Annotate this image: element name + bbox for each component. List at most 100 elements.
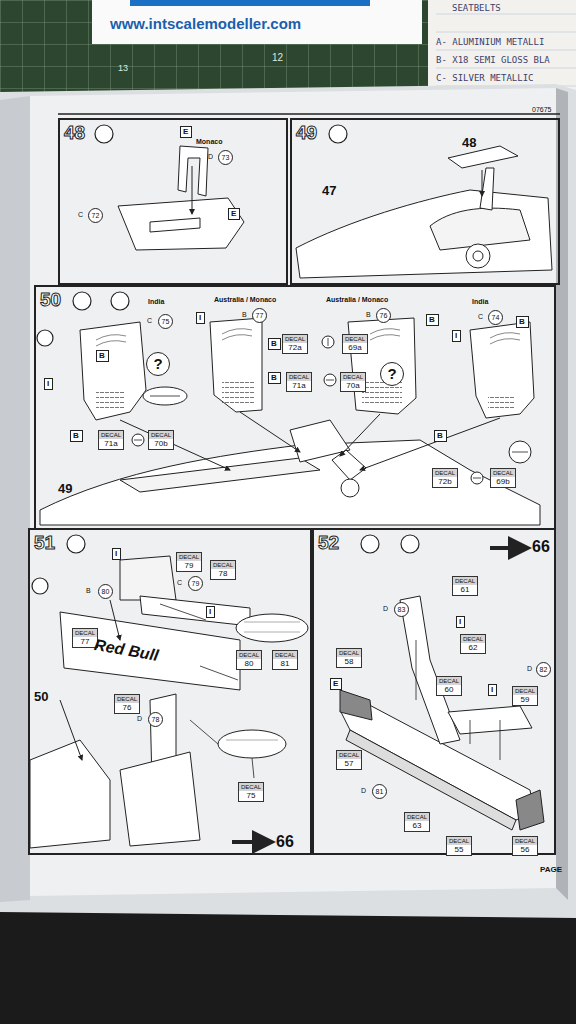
part-label: I xyxy=(209,607,211,616)
part-label: 80 xyxy=(102,588,110,595)
decal-heading: DECAL xyxy=(447,837,471,845)
decal-heading: DECAL xyxy=(337,751,361,759)
part-label: I xyxy=(199,313,201,322)
decal-heading: DECAL xyxy=(115,695,139,703)
callout-label: Australia / Monaco xyxy=(214,296,276,304)
decal-number: 69a xyxy=(343,343,367,353)
decal-box: DECAL62 xyxy=(460,634,486,654)
callout-label: 66 xyxy=(276,833,294,851)
handwritten-note: A- ALUMINIUM METALLI xyxy=(436,38,544,48)
decal-number: 71a xyxy=(287,381,311,391)
part-label: 73 xyxy=(222,154,230,161)
callout-label: India xyxy=(472,298,488,306)
decal-box: DECAL72a xyxy=(282,334,308,354)
step-panel: 51I80DECAL7979DECAL78IDECAL77DECAL80DECA… xyxy=(28,528,312,855)
decal-box: DECAL59 xyxy=(512,686,538,706)
decal-box: DECAL80 xyxy=(236,650,262,670)
callout-label: 48 xyxy=(462,136,476,150)
decal-number: 69b xyxy=(491,477,515,487)
decal-heading: DECAL xyxy=(453,577,477,585)
decal-box: DECAL78 xyxy=(210,560,236,580)
decal-number: 59 xyxy=(513,695,537,705)
decal-number: 70a xyxy=(341,381,365,391)
query-circle: ? xyxy=(380,362,404,386)
part-number-circle: 77 xyxy=(252,308,267,323)
decal-box: DECAL69a xyxy=(342,334,368,354)
decal-box: DECAL79 xyxy=(176,552,202,572)
part-label: B xyxy=(271,339,277,348)
website-label: www.intscalemodeller.com xyxy=(110,16,301,33)
part-label: ? xyxy=(387,365,396,382)
part-number-circle: 81 xyxy=(372,784,387,799)
handwritten-note: B- X18 SEMI GLOSS BLA xyxy=(436,56,550,66)
decal-number: 80 xyxy=(237,659,261,669)
decal-number: 61 xyxy=(453,585,477,595)
decal-number: 70b xyxy=(149,439,173,449)
decal-box: DECAL72b xyxy=(432,468,458,488)
part-number-circle: 76 xyxy=(376,308,391,323)
ruler-number: 12 xyxy=(272,52,283,63)
decal-box: DECAL81 xyxy=(272,650,298,670)
part-label: 74 xyxy=(492,314,500,321)
decal-number: 79 xyxy=(177,561,201,571)
part-number-circle: 80 xyxy=(98,584,113,599)
decal-box: DECAL76 xyxy=(114,694,140,714)
query-circle: ? xyxy=(146,352,170,376)
decal-heading: DECAL xyxy=(99,431,123,439)
part-label: 76 xyxy=(380,312,388,319)
decal-number: 60 xyxy=(437,685,461,695)
decal-box: DECAL71a xyxy=(286,372,312,392)
part-label: 72 xyxy=(92,212,100,219)
decal-number: 56 xyxy=(513,845,537,855)
decal-number: 58 xyxy=(337,657,361,667)
decal-number: 63 xyxy=(405,821,429,831)
callout-label: Red Bull xyxy=(93,636,160,665)
decal-box: DECAL75 xyxy=(238,782,264,802)
callout-label: C xyxy=(177,579,182,587)
decal-number: 57 xyxy=(337,759,361,769)
callout-label: Monaco xyxy=(196,138,222,146)
callout-label: D xyxy=(137,715,142,723)
part-label: 75 xyxy=(162,318,170,325)
part-number-circle: 72 xyxy=(88,208,103,223)
color-flag: I xyxy=(196,312,205,324)
decal-number: 71a xyxy=(99,439,123,449)
part-label: B xyxy=(73,431,79,440)
part-label: B xyxy=(271,373,277,382)
part-label: 79 xyxy=(192,580,200,587)
color-flag: I xyxy=(206,606,215,618)
callout-label: 47 xyxy=(322,184,336,198)
callout-label: India xyxy=(148,298,164,306)
decal-heading: DECAL xyxy=(513,687,537,695)
step-number: 48 xyxy=(64,122,85,143)
part-label: 82 xyxy=(540,666,548,673)
decal-heading: DECAL xyxy=(237,651,261,659)
part-label: I xyxy=(491,685,493,694)
color-flag: E xyxy=(330,678,342,690)
callout-label: B xyxy=(366,311,371,319)
decal-heading: DECAL xyxy=(287,373,311,381)
callout-label: D xyxy=(527,665,532,673)
decal-box: DECAL70b xyxy=(148,430,174,450)
decal-heading: DECAL xyxy=(149,431,173,439)
decal-heading: DECAL xyxy=(461,635,485,643)
color-flag: B xyxy=(516,316,529,328)
handwritten-note: SEATBELTS xyxy=(452,4,501,14)
step-number: 50 xyxy=(40,289,61,310)
decal-number: 62 xyxy=(461,643,485,653)
decal-number: 72a xyxy=(283,343,307,353)
color-flag: I xyxy=(456,616,465,628)
callout-label: 49 xyxy=(58,482,72,496)
callout-label: D xyxy=(361,787,366,795)
callout-label: C xyxy=(478,313,483,321)
part-label: I xyxy=(115,549,117,558)
callout-label: B xyxy=(242,311,247,319)
ruler-number: 13 xyxy=(118,64,128,74)
decal-heading: DECAL xyxy=(239,783,263,791)
part-number-circle: 74 xyxy=(488,310,503,325)
decal-number: 55 xyxy=(447,845,471,855)
callout-label: 07675 xyxy=(532,106,551,114)
part-label: E xyxy=(231,209,236,218)
